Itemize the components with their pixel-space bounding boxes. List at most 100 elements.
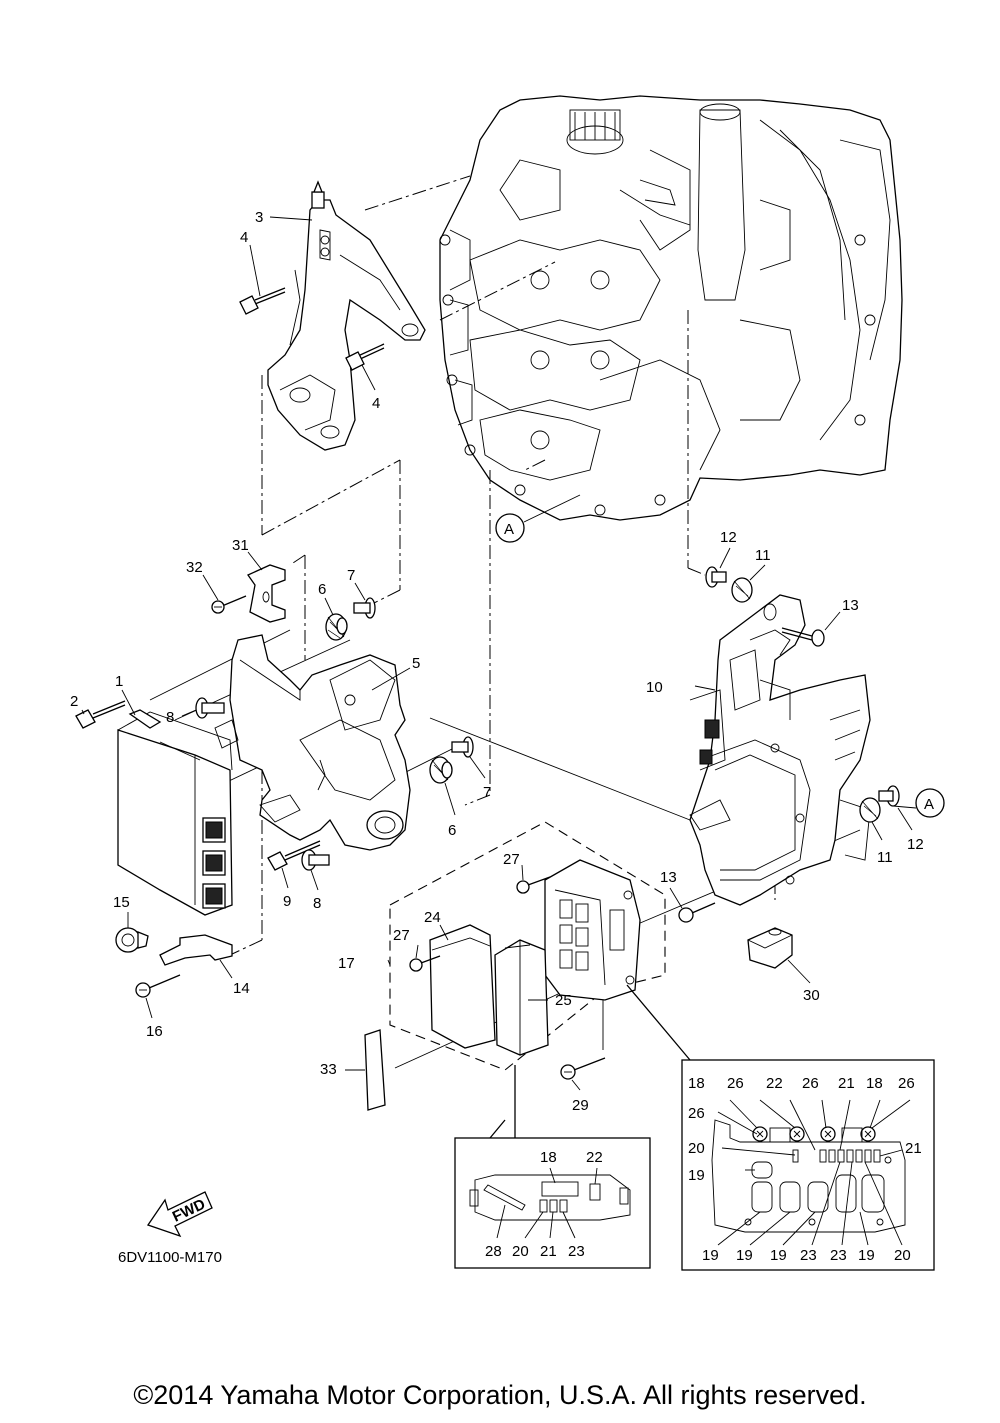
leader-lines — [81, 216, 913, 1091]
inset-right-label-19e: 19 — [858, 1247, 875, 1264]
inset-left-label-22: 22 — [586, 1149, 603, 1166]
bolt-9 — [267, 840, 321, 871]
callout-13-lower: 13 — [660, 869, 677, 886]
callout-8-lower: 8 — [313, 895, 321, 912]
inset-right-label-26b: 26 — [802, 1075, 819, 1092]
inset-right-label-26c: 26 — [898, 1075, 915, 1092]
callout-1: 1 — [115, 673, 123, 690]
ref-marker-a-left: A — [495, 494, 581, 543]
inset-right-label-20b: 20 — [894, 1247, 911, 1264]
callout-7-upper: 7 — [347, 567, 355, 584]
bracket-14 — [159, 934, 233, 966]
callout-32: 32 — [186, 559, 203, 576]
inset-left-label-28: 28 — [485, 1243, 502, 1260]
callout-10: 10 — [646, 679, 663, 696]
screw-16 — [135, 974, 181, 998]
collar-8-lower — [301, 849, 330, 871]
cover-30 — [747, 927, 793, 969]
inset-right — [626, 984, 935, 1271]
grommet-6-upper — [325, 613, 348, 641]
fwd-arrow-icon: FWD — [146, 1191, 213, 1238]
bracket-3 — [267, 180, 426, 451]
collar-12-lower — [878, 785, 900, 807]
inset-right-label-19c: 19 — [736, 1247, 753, 1264]
collar-7-lower — [451, 736, 474, 758]
callout-9: 9 — [283, 893, 291, 910]
inset-right-label-23a: 23 — [800, 1247, 817, 1264]
inset-left-label-21: 21 — [540, 1243, 557, 1260]
callout-16: 16 — [146, 1023, 163, 1040]
callout-33: 33 — [320, 1061, 337, 1078]
copyright-notice: ©2014 Yamaha Motor Corporation, U.S.A. A… — [133, 1380, 867, 1410]
callout-17: 17 — [338, 955, 355, 972]
group-17-outline — [389, 821, 666, 1071]
collar-12-upper — [705, 566, 727, 588]
callout-31: 31 — [232, 537, 249, 554]
callout-4-lower: 4 — [372, 395, 380, 412]
inset-right-label-19a: 19 — [688, 1167, 705, 1184]
ecu-1 — [117, 709, 233, 916]
callout-13-upper: 13 — [842, 597, 859, 614]
screw-32 — [211, 595, 247, 614]
inset-right-label-19d: 19 — [770, 1247, 787, 1264]
callout-5: 5 — [412, 655, 420, 672]
ref-marker-a-right-label: A — [924, 796, 934, 813]
inset-left-label-23: 23 — [568, 1243, 585, 1260]
screw-29 — [560, 1057, 606, 1080]
inset-right-labels: 18 26 22 26 21 18 26 26 20 21 19 19 19 1… — [688, 1075, 922, 1264]
callout-30: 30 — [803, 987, 820, 1004]
callout-15: 15 — [113, 894, 130, 911]
label-33 — [364, 1029, 386, 1111]
callout-3: 3 — [255, 209, 263, 226]
screw-13-upper — [781, 627, 825, 647]
inset-right-label-20a: 20 — [688, 1140, 705, 1157]
ref-marker-a-right: A — [892, 788, 945, 818]
inset-right-label-21b: 21 — [905, 1140, 922, 1157]
inset-left-label-20: 20 — [512, 1243, 529, 1260]
engine-block — [439, 95, 903, 521]
inset-right-label-21a: 21 — [838, 1075, 855, 1092]
inset-right-label-23b: 23 — [830, 1247, 847, 1264]
grommet-11-upper — [731, 577, 753, 603]
bolt-2 — [75, 700, 126, 729]
callout-7-lower: 7 — [483, 784, 491, 801]
bolt-4-upper — [239, 287, 286, 315]
callout-27-upper: 27 — [503, 851, 520, 868]
callout-27-lower: 27 — [393, 927, 410, 944]
inset-right-label-18b: 18 — [866, 1075, 883, 1092]
plate-31 — [247, 564, 286, 623]
callout-12-lower: 12 — [907, 836, 924, 853]
bracket-10 — [689, 594, 871, 906]
screw-13-lower — [678, 902, 716, 923]
screw-27-lower — [409, 955, 441, 972]
diagram-code: 6DV1100-M170 — [118, 1249, 222, 1266]
screw-27-upper — [516, 876, 551, 894]
inset-right-label-26d: 26 — [688, 1105, 705, 1122]
callout-25: 25 — [555, 992, 572, 1009]
bolt-4-lower — [345, 343, 385, 371]
cover-25 — [494, 939, 549, 1056]
grommet-11-lower — [859, 797, 881, 823]
callout-24: 24 — [424, 909, 441, 926]
fuse-box-18 — [544, 859, 641, 1001]
callout-8-upper: 8 — [166, 709, 174, 726]
clamp-15 — [115, 927, 149, 953]
inset-right-label-26a: 26 — [727, 1075, 744, 1092]
inset-right-label-22: 22 — [766, 1075, 783, 1092]
callout-6-lower: 6 — [448, 822, 456, 839]
collar-7-upper — [353, 597, 376, 619]
callout-12-upper: 12 — [720, 529, 737, 546]
callout-6-upper: 6 — [318, 581, 326, 598]
ref-marker-a-left-label: A — [504, 521, 514, 538]
callout-4-upper: 4 — [240, 229, 248, 246]
grommet-6-lower — [429, 756, 453, 784]
inset-left — [454, 1065, 651, 1269]
bracket-5 — [214, 634, 411, 851]
inset-right-label-19b: 19 — [702, 1247, 719, 1264]
inset-left-label-18: 18 — [540, 1149, 557, 1166]
inset-right-label-18a: 18 — [688, 1075, 705, 1092]
callout-14: 14 — [233, 980, 250, 997]
callout-11-upper: 11 — [755, 547, 771, 564]
callout-labels: 3 4 4 31 32 6 7 5 1 2 8 6 7 9 8 15 14 16… — [70, 209, 924, 1114]
